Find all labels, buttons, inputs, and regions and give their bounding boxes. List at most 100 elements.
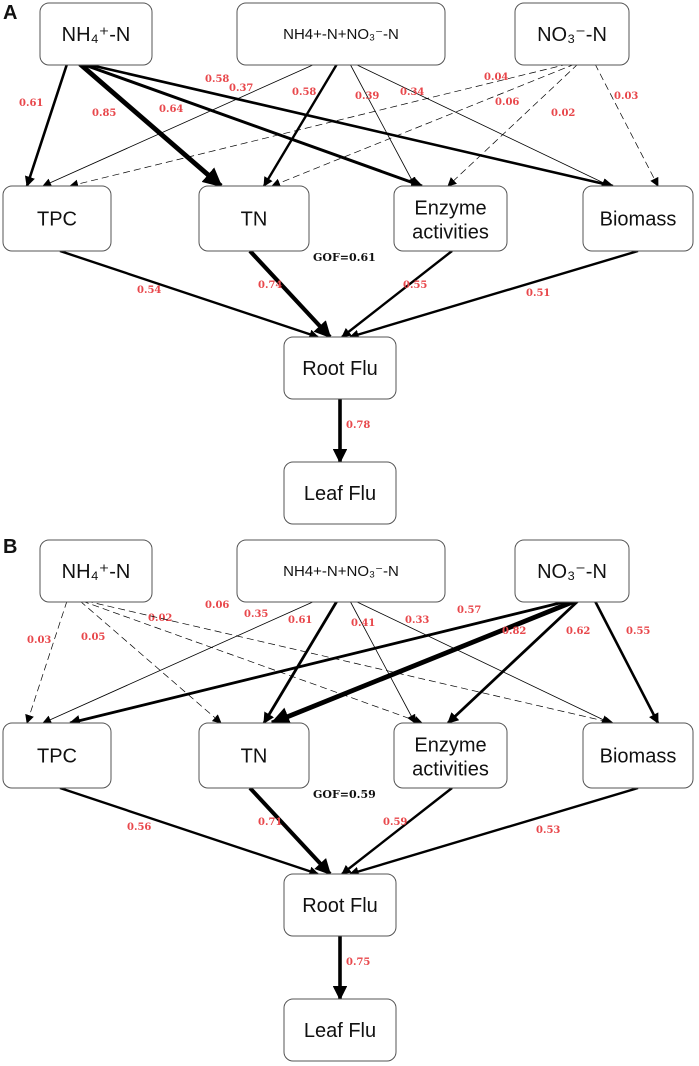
node-box [283, 998, 397, 1062]
edge-mix-to-bio [354, 600, 611, 724]
path-coefficient-mix-to-enz: 0.39 [355, 91, 379, 102]
path-coefficient-nh4-to-tpc: 0.03 [27, 635, 51, 646]
edge-no3-to-tpc [68, 599, 569, 727]
edge-no3-to-tpc [69, 63, 569, 189]
node-box [39, 2, 153, 66]
gof-label: GOF=0.61 [313, 251, 376, 264]
node-tn: TN [198, 185, 310, 252]
node-box [514, 539, 630, 603]
path-coefficient-no3-to-enz: 0.02 [551, 108, 575, 119]
node-label-bio: Biomass [600, 209, 677, 231]
edge-mix-to-tpc [42, 63, 316, 187]
node-tn: TN [198, 722, 310, 789]
panel-letter: B [3, 536, 17, 558]
node-tpc: TPC [2, 722, 112, 789]
panel-letter: A [3, 2, 17, 24]
node-no3: NO₃⁻-N [514, 2, 630, 66]
path-coefficient-mix-to-tn: 0.61 [288, 615, 312, 626]
node-box [393, 722, 508, 789]
edge-nh4-to-tpc [25, 600, 68, 724]
edge-nh4-to-tn [79, 600, 222, 724]
edge-nh4-to-enz [81, 600, 423, 725]
path-coefficient-root-to-leaf: 0.75 [346, 957, 370, 968]
path-coefficient-mix-to-bio: 0.33 [405, 615, 429, 626]
node-label-root: Root Flu [302, 895, 378, 917]
node-label-leaf: Leaf Flu [304, 1020, 376, 1042]
edge-mix-to-tpc [42, 600, 316, 724]
node-label-enz-line-0: Enzyme [414, 735, 486, 757]
edge-no3-to-tn [270, 598, 576, 726]
node-box [393, 185, 508, 252]
path-coefficient-bio-to-root: 0.51 [526, 288, 550, 299]
node-box [39, 539, 153, 603]
path-coefficient-nh4-to-tpc: 0.61 [19, 98, 43, 109]
edge-no3-to-enz [447, 599, 579, 725]
gof-label: GOF=0.59 [313, 788, 376, 801]
node-bio: Biomass [582, 185, 694, 252]
node-box [2, 185, 112, 252]
node-label-tn: TN [241, 209, 268, 231]
path-coefficient-tn-to-root: 0.71 [258, 817, 282, 828]
path-coefficient-enz-to-root: 0.55 [403, 280, 427, 291]
node-root: Root Flu [283, 336, 397, 400]
path-coefficient-nh4-to-tn: 0.85 [92, 108, 116, 119]
node-box [582, 722, 694, 789]
edge-no3-to-bio [593, 600, 660, 724]
node-box [198, 722, 310, 789]
node-nh4: NH₄⁺-N [39, 539, 153, 603]
path-coefficient-no3-to-bio: 0.03 [614, 91, 638, 102]
path-coefficient-mix-to-tn: 0.58 [292, 87, 316, 98]
path-coefficient-no3-to-bio: 0.55 [626, 626, 650, 637]
path-coefficient-mix-to-bio: 0.34 [400, 87, 424, 98]
path-coefficient-tn-to-root: 0.74 [258, 280, 282, 291]
node-box [514, 2, 630, 66]
path-coefficient-tpc-to-root: 0.54 [137, 285, 161, 296]
node-box [2, 722, 112, 789]
path-coefficient-nh4-to-bio: 0.58 [205, 74, 229, 85]
edge-nh4-to-enz [81, 62, 424, 188]
node-label-no3: NO₃⁻-N [537, 561, 607, 583]
path-coefficient-no3-to-enz: 0.62 [566, 626, 590, 637]
node-leaf: Leaf Flu [283, 461, 397, 525]
path-coefficient-mix-to-enz: 0.41 [351, 618, 375, 629]
path-coefficient-nh4-to-enz: 0.02 [148, 613, 172, 624]
edge-mix-to-tn [262, 600, 339, 724]
node-label-tpc: TPC [37, 209, 77, 231]
edge-nh4-to-tpc [24, 63, 69, 187]
node-label-no3: NO₃⁻-N [537, 24, 607, 46]
edge-mix-to-tn [262, 63, 339, 187]
edge-tpc-to-root [59, 249, 319, 339]
node-label-bio: Biomass [600, 746, 677, 768]
path-coefficient-mix-to-tpc: 0.37 [229, 83, 253, 94]
path-coefficient-root-to-leaf: 0.78 [346, 420, 370, 431]
edge-bio-to-root [349, 786, 639, 877]
edge-mix-to-enz [349, 600, 416, 724]
path-coefficient-no3-to-tpc: 0.57 [457, 605, 481, 616]
edge-tn-to-root [248, 786, 332, 876]
node-label-mix: NH4+-N+NO₃⁻-N [283, 26, 399, 43]
edge-enz-to-root [341, 787, 453, 875]
edge-nh4-to-tn [78, 62, 223, 188]
node-label-nh4: NH₄⁺-N [62, 561, 131, 583]
node-box [582, 185, 694, 252]
node-box [236, 539, 446, 603]
node-label-mix: NH4+-N+NO₃⁻-N [283, 563, 399, 580]
edge-tn-to-root [248, 249, 332, 339]
node-box [283, 336, 397, 400]
node-box [283, 461, 397, 525]
node-mix: NH4+-N+NO₃⁻-N [236, 2, 446, 66]
node-label-enz-line-1: activities [412, 759, 489, 781]
node-nh4: NH₄⁺-N [39, 2, 153, 66]
node-label-tn: TN [241, 746, 268, 768]
node-bio: Biomass [582, 722, 694, 789]
path-coefficient-tpc-to-root: 0.56 [127, 822, 151, 833]
edge-bio-to-root [349, 249, 639, 340]
edge-nh4-to-bio [85, 600, 614, 726]
path-coefficient-nh4-to-enz: 0.64 [159, 104, 183, 115]
node-box [236, 2, 446, 66]
edge-tpc-to-root [59, 786, 319, 876]
